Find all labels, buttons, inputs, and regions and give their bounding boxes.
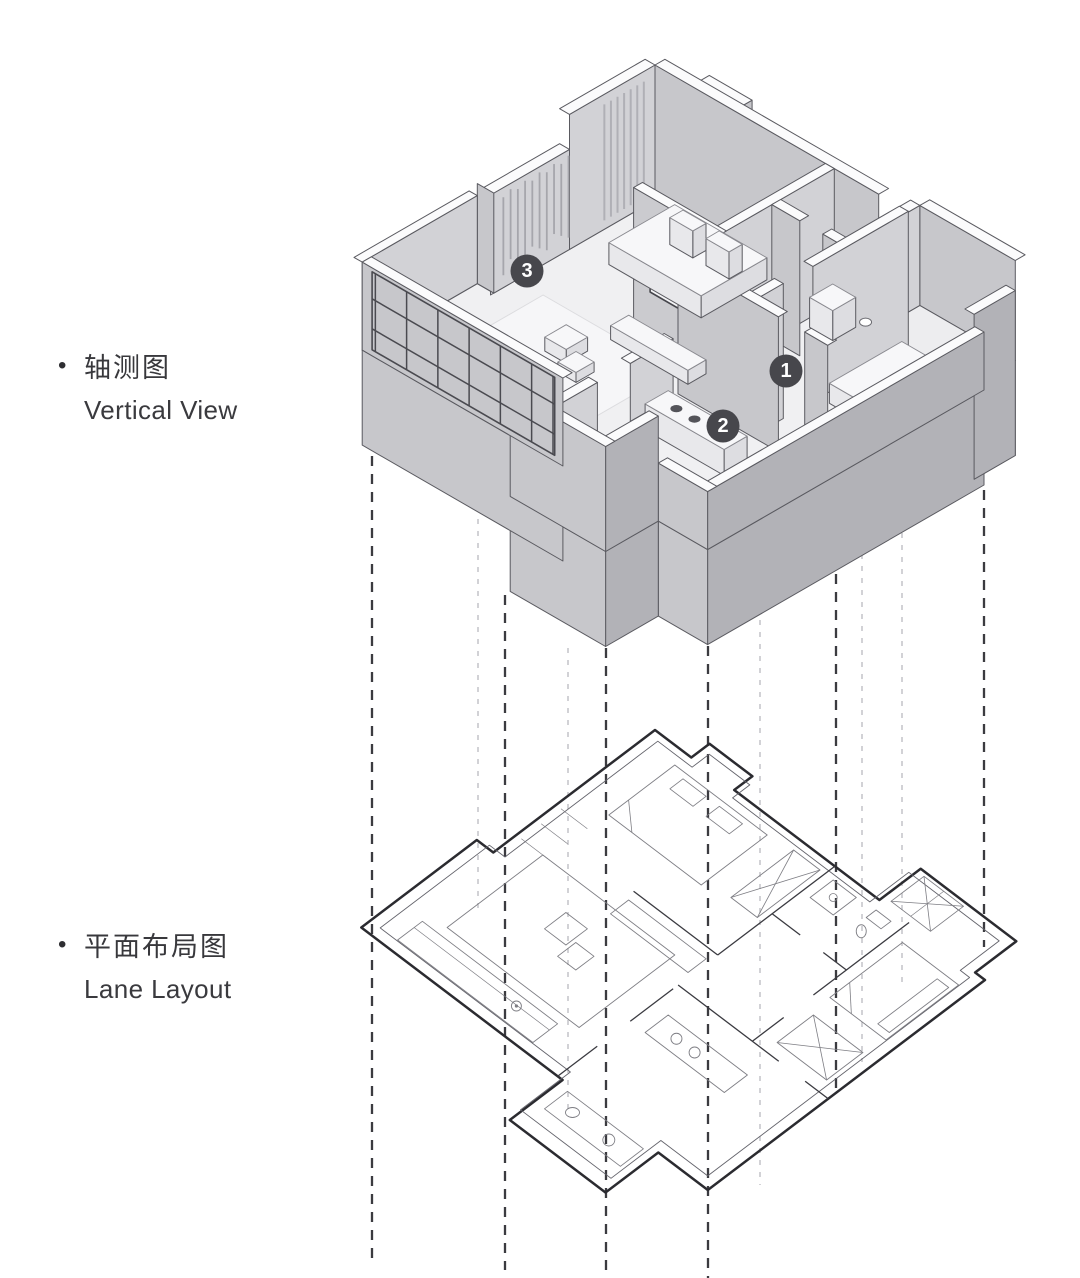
plan-partition — [633, 890, 719, 956]
plan-partition — [677, 984, 780, 1062]
wall-top — [353, 190, 478, 263]
plan-pillow — [705, 805, 743, 835]
plan-balcony-hatch — [540, 823, 568, 845]
marker-circle-1 — [769, 354, 803, 388]
plan-tv-console — [610, 899, 707, 973]
plan-partition — [717, 865, 836, 956]
floor-plan-view — [360, 728, 1018, 1194]
plan-counter — [644, 1014, 748, 1093]
plan-pot — [602, 1133, 616, 1147]
marker-number-3: 3 — [521, 260, 532, 282]
wall-top — [964, 284, 1016, 315]
plan-table — [544, 912, 588, 946]
plan-partition — [804, 1080, 829, 1100]
plan-ac-condenser — [890, 875, 964, 932]
plan-label-en: Lane Layout — [84, 974, 232, 1004]
plan-ac-condenser — [910, 890, 944, 917]
plan-partition — [813, 921, 910, 996]
plan-partition — [822, 951, 847, 971]
plan-toilet — [855, 924, 867, 939]
plan-sink — [565, 1107, 580, 1118]
axonometric-view — [353, 58, 1026, 647]
plan-partition — [771, 913, 801, 936]
plan-toilet-tank — [865, 909, 892, 930]
plan-label-zh: 平面布局图 — [84, 932, 229, 962]
plan-stove-burner — [670, 1032, 683, 1045]
plan-rug — [446, 854, 676, 1028]
plan-sofa — [413, 927, 550, 1031]
axon-label-group: • 轴测图 Vertical View — [58, 346, 238, 426]
stove-burner — [670, 405, 683, 413]
plan-wardrobe — [730, 869, 821, 898]
plan-washer — [828, 893, 838, 902]
nw-wall-top — [559, 58, 656, 115]
plan-stove-burner — [688, 1046, 701, 1059]
plan-pillow — [669, 778, 707, 807]
marker-number-2: 2 — [717, 415, 728, 437]
axon-label-zh: 轴测图 — [84, 353, 171, 383]
plan-plant — [514, 1004, 519, 1008]
marker-circle-3 — [510, 254, 544, 288]
wall-top — [803, 205, 909, 267]
window-rail — [371, 328, 556, 435]
wall-top — [919, 199, 1026, 261]
coffee-table — [557, 351, 595, 373]
marker-number-1: 1 — [780, 360, 791, 382]
plan-counter — [544, 1090, 644, 1167]
plan-partition — [629, 988, 674, 1022]
marker-2: 2 — [706, 409, 740, 443]
wall-top — [361, 256, 573, 379]
pillow — [705, 230, 743, 253]
plan-inner-wall — [379, 740, 1000, 1179]
marker-circle-2 — [706, 409, 740, 443]
plan-partition — [557, 1045, 598, 1077]
bullet-dot: • — [58, 930, 67, 958]
plan-pillow — [877, 978, 950, 1033]
plan-sofa — [397, 920, 559, 1043]
coffee-table — [544, 324, 589, 350]
plan-partition — [751, 1016, 785, 1042]
stove-burner — [688, 415, 701, 423]
pillow — [669, 209, 707, 232]
axon-label-en: Vertical View — [84, 395, 238, 425]
plan-bed-fold — [849, 982, 852, 1014]
wall-top — [804, 326, 838, 346]
plan-bed-east — [829, 942, 960, 1041]
plan-washer — [809, 879, 857, 916]
wall-top — [771, 199, 810, 222]
toilet — [859, 317, 873, 327]
marker-3: 3 — [510, 254, 544, 288]
marker-1: 1 — [769, 354, 803, 388]
window-rail — [371, 298, 556, 405]
plan-balcony-hatch — [560, 808, 588, 830]
tv-console — [610, 314, 707, 371]
wall-top — [657, 457, 718, 493]
plan-label-group: • 平面布局图 Lane Layout — [58, 925, 232, 1005]
markers: 1 2 3 — [510, 254, 803, 443]
plan-outer-wall — [360, 728, 1018, 1194]
plan-bed-fold — [628, 799, 633, 833]
washer — [809, 283, 857, 312]
plan-wardrobe — [777, 1042, 863, 1053]
west-step-wall — [476, 183, 495, 294]
plan-bed-north — [608, 764, 768, 886]
bullet-dot: • — [58, 351, 67, 379]
plan-table — [557, 942, 595, 971]
plan-plant — [510, 1000, 522, 1012]
ne-wall-top — [654, 58, 890, 195]
window-frame — [371, 270, 556, 457]
